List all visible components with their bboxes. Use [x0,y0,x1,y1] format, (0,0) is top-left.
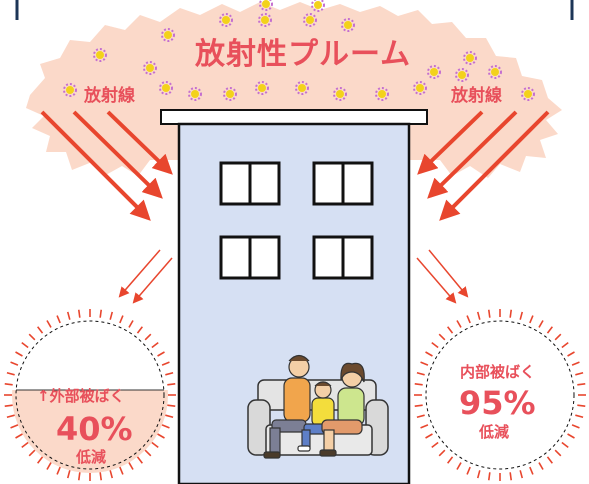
particle [161,28,175,42]
reduced-arrows-left [118,249,173,304]
external-exposure-text: 外部被ばく [49,387,125,405]
particle [295,81,309,95]
radiation-arrows-left [40,110,173,221]
particle [143,61,157,75]
up-arrow-icon: ↑ [37,387,50,405]
radioactive-plume-cloud [26,2,562,178]
external-exposure-percent: 40% [56,410,133,448]
window [312,161,374,206]
window [219,161,281,206]
particle [375,87,389,101]
internal-exposure-reduction: 低減 [479,423,510,441]
reduced-arrows-right [416,249,469,304]
sunburst-ticks [4,309,176,481]
internal-exposure-percent: 95% [459,384,536,422]
internal-exposure-badge [414,309,586,481]
particle [455,68,469,82]
particle [427,65,441,79]
particle [303,13,317,27]
particle [219,13,233,27]
mother-figure [319,362,365,457]
particle [488,65,502,79]
external-exposure-label: ↑外部被ばく [37,389,125,404]
window [219,235,281,280]
particle [341,18,355,32]
particle [521,87,535,101]
father-figure [263,354,311,459]
particle [223,87,237,101]
radiation-label-right: 放射線 [451,86,502,106]
radiation-label-left: 放射線 [84,86,135,106]
external-exposure-reduction: 低減 [76,448,107,466]
family-on-sofa-illustration [247,354,389,459]
frame-lines [15,0,574,20]
radiation-arrows-right [417,110,550,221]
particle [413,81,427,95]
particle [63,83,77,97]
particle [255,81,269,95]
window [312,235,374,280]
particle [333,87,347,101]
particle [258,13,272,27]
building-roof [160,109,428,125]
radioactive-particles [63,0,535,101]
sunburst-ticks [414,309,586,481]
internal-exposure-label: 内部被ばく [460,363,536,381]
particle [259,0,273,11]
plume-title: 放射性プルーム [195,37,412,72]
particle [463,51,477,65]
particle [159,81,173,95]
particle [188,87,202,101]
particle [93,48,107,62]
particle [311,0,325,12]
